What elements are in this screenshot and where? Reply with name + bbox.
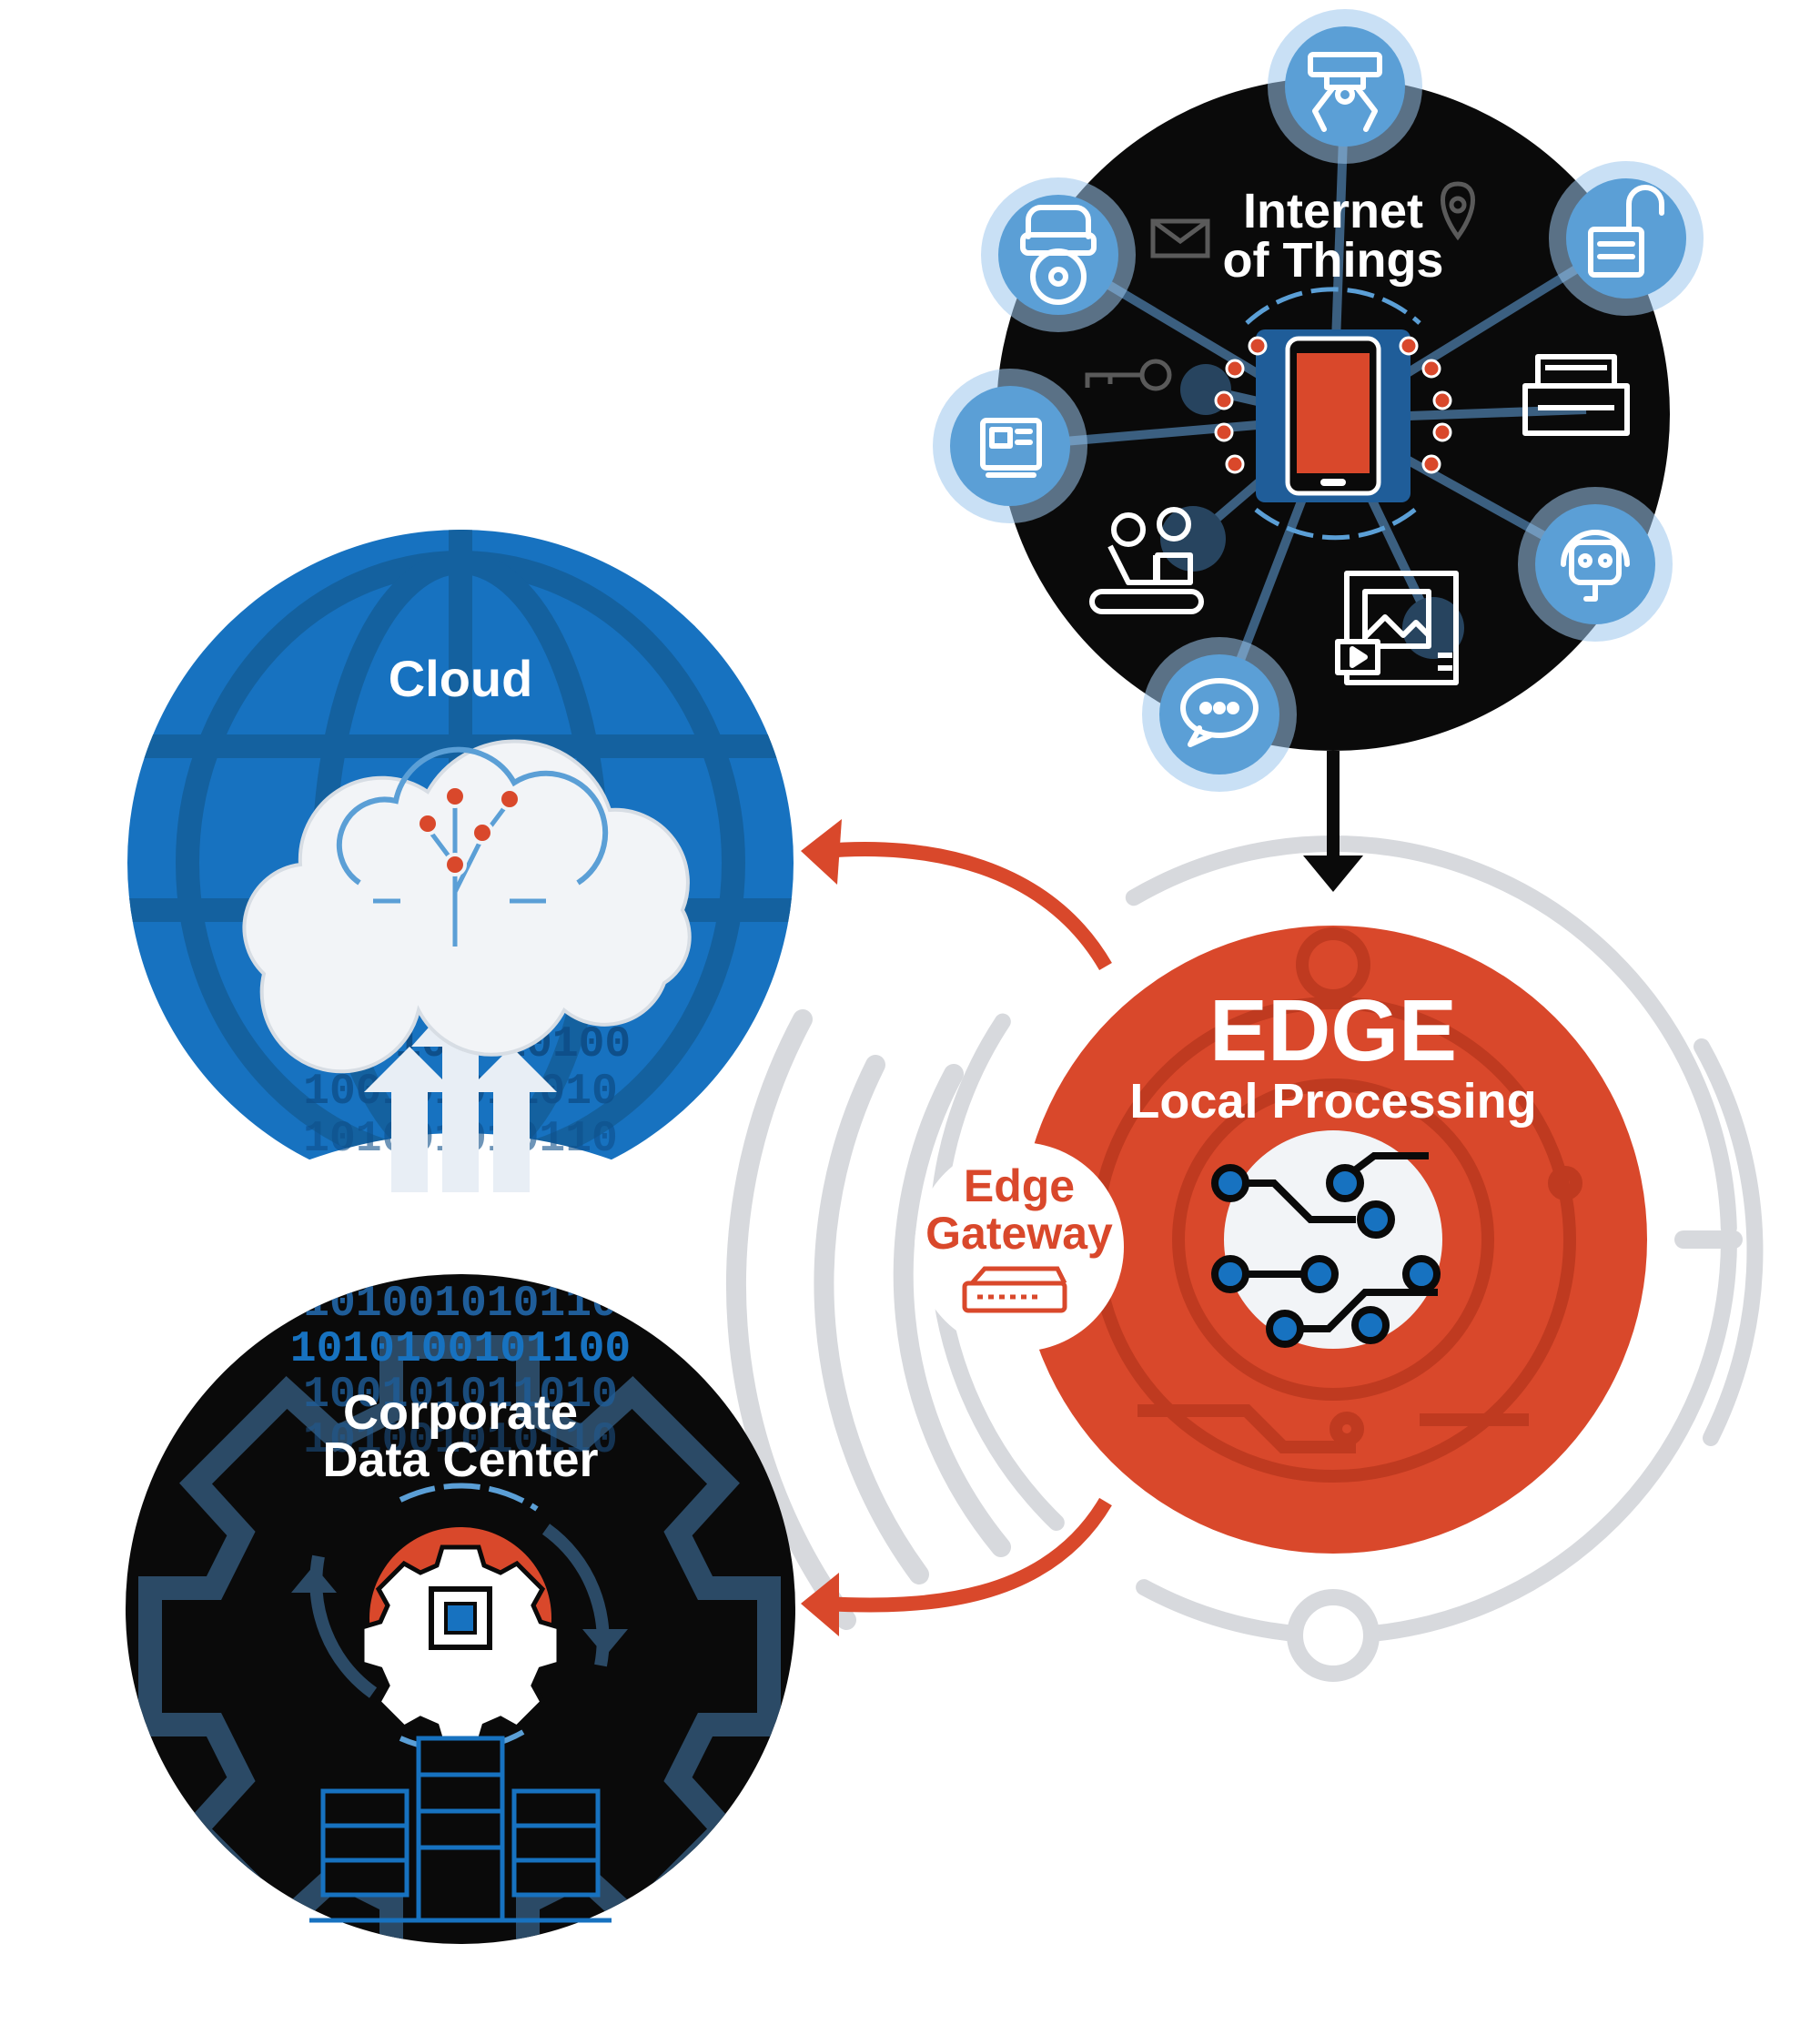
cloud-title: Cloud bbox=[389, 650, 533, 707]
dc-binary-line1: 101001010110 bbox=[303, 1280, 618, 1329]
chat-bubble-icon bbox=[1180, 678, 1259, 747]
dc-binary-line4: 101001010110 bbox=[303, 1416, 618, 1465]
router-icon bbox=[962, 1266, 1067, 1313]
dc-binary-line2: 1010100101100 bbox=[290, 1325, 631, 1374]
cloud-network-icon bbox=[242, 739, 692, 1074]
gear-chip-icon bbox=[359, 1527, 561, 1746]
edge-title: EDGE bbox=[1209, 982, 1457, 1079]
arrow-iot-to-edge bbox=[1303, 751, 1363, 892]
printer-icon bbox=[1522, 354, 1630, 436]
open-lock-icon bbox=[1588, 185, 1664, 278]
robot-claw-icon bbox=[1308, 52, 1382, 132]
edge-node: EDGE Local Processing bbox=[1019, 926, 1647, 1554]
support-bot-icon bbox=[1561, 530, 1630, 602]
car-icon bbox=[1020, 205, 1097, 305]
envelope-icon bbox=[1150, 218, 1210, 258]
iot-title-line2: of Things bbox=[1223, 233, 1444, 288]
dc-title-line1: Corporate bbox=[343, 1385, 578, 1440]
gateway-line1: Edge bbox=[964, 1160, 1075, 1211]
arrow-edge-to-datacenter bbox=[801, 1497, 1112, 1636]
iot-node: Internet of Things bbox=[933, 9, 1704, 792]
dc-binary-line3: 100101011010 bbox=[303, 1371, 618, 1420]
assembly-robot-icon bbox=[1089, 507, 1204, 614]
edge-subtitle: Local Processing bbox=[1129, 1074, 1536, 1129]
dc-title-line2: Data Center bbox=[322, 1433, 598, 1487]
circuit-icon bbox=[1211, 1130, 1442, 1349]
media-files-icon bbox=[1335, 571, 1459, 685]
location-pin-icon bbox=[1441, 181, 1475, 241]
control-panel-icon bbox=[980, 418, 1042, 478]
gateway-line2: Gateway bbox=[925, 1208, 1113, 1259]
key-icon bbox=[1085, 359, 1172, 391]
smartphone-chip-icon bbox=[1214, 287, 1452, 541]
iot-title-line1: Internet bbox=[1243, 184, 1423, 238]
cloud-node: 101001010110 1010101010100 100101011010 … bbox=[127, 530, 794, 1210]
edge-gateway: Edge Gateway bbox=[915, 1142, 1124, 1352]
datacenter-node: 101001010110 1010100101100 100101011010 … bbox=[126, 1274, 795, 1944]
large-gear-outline bbox=[138, 1335, 781, 1944]
server-rack-icon bbox=[309, 1736, 612, 1923]
arrow-edge-to-cloud bbox=[801, 819, 1112, 971]
